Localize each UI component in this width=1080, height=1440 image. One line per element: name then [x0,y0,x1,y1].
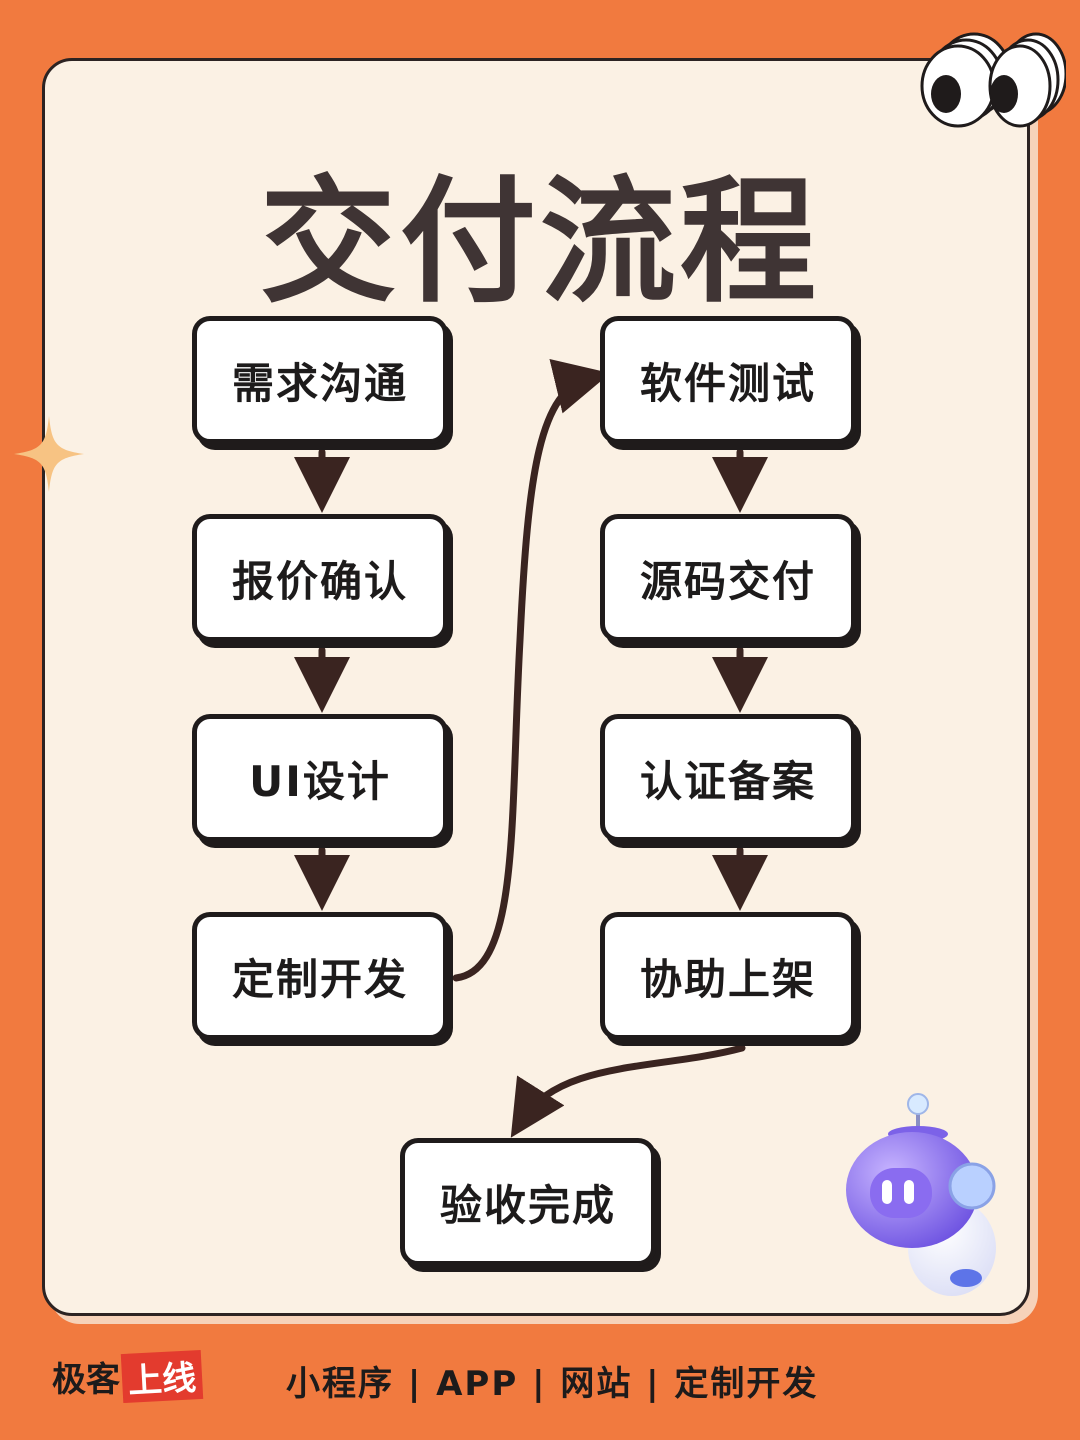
step-store-launch: 协助上架 [600,912,856,1040]
arrow-8-9 [510,1044,746,1138]
footer: 极客 上线 小程序 | APP | 网站 | 定制开发 [0,1346,1080,1426]
step-certification: 认证备案 [600,714,856,842]
brand-accent: 上线 [120,1349,204,1404]
robot-mascot-icon [846,1093,996,1296]
step-custom-dev: 定制开发 [192,912,448,1040]
tagline: 小程序 | APP | 网站 | 定制开发 [286,1364,819,1404]
step-acceptance: 验收完成 [400,1138,656,1266]
sparkle-icon [14,416,84,492]
step-source-delivery: 源码交付 [600,514,856,642]
brand-main: 极客 [52,1360,120,1400]
eyes-icon [920,32,1066,128]
page-title: 交付流程 [260,164,820,322]
step-ui-design: UI设计 [192,714,448,842]
brand-logo: 极客 上线 [52,1349,204,1404]
step-quote-confirm: 报价确认 [192,514,448,642]
step-testing: 软件测试 [600,316,856,444]
arrow-4-5 [452,359,611,982]
step-requirements: 需求沟通 [192,316,448,444]
